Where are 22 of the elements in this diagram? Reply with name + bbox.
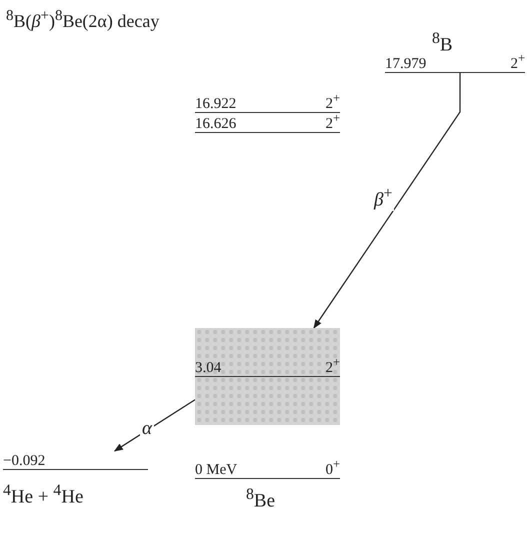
- energy-level-line: [195, 95, 340, 113]
- diagram-title: $^{8}$B(β$^{+}$)$^{8}$Be(2α) decay: [6, 8, 160, 32]
- decay-arrow: [114, 399, 196, 452]
- broad-level-band: [195, 328, 340, 425]
- nucleus-label: $^{8}$B: [432, 30, 453, 56]
- spin-parity: 2$^{+}$: [510, 52, 525, 72]
- energy-level-line: [195, 115, 340, 133]
- spin-parity: 2$^{+}$: [325, 356, 340, 376]
- energy-value: 16.922: [195, 96, 236, 112]
- energy-value: 0 MeV: [195, 462, 238, 478]
- energy-level-line: [385, 54, 525, 73]
- energy-level-line: [195, 460, 340, 479]
- energy-value: 3.04: [195, 360, 222, 376]
- spin-parity: 0$^{+}$: [325, 458, 340, 478]
- nucleus-label: $^{8}$Be: [246, 486, 276, 512]
- spin-parity: 2$^{+}$: [325, 92, 340, 112]
- energy-value: 16.626: [195, 116, 236, 132]
- energy-value: 17.979: [385, 56, 426, 72]
- energy-value: −0.092: [3, 452, 46, 469]
- spin-parity: 2$^{+}$: [325, 112, 340, 132]
- nucleus-label: $^{4}$He + $^{4}$He: [3, 482, 84, 508]
- decay-arrow: [313, 73, 461, 329]
